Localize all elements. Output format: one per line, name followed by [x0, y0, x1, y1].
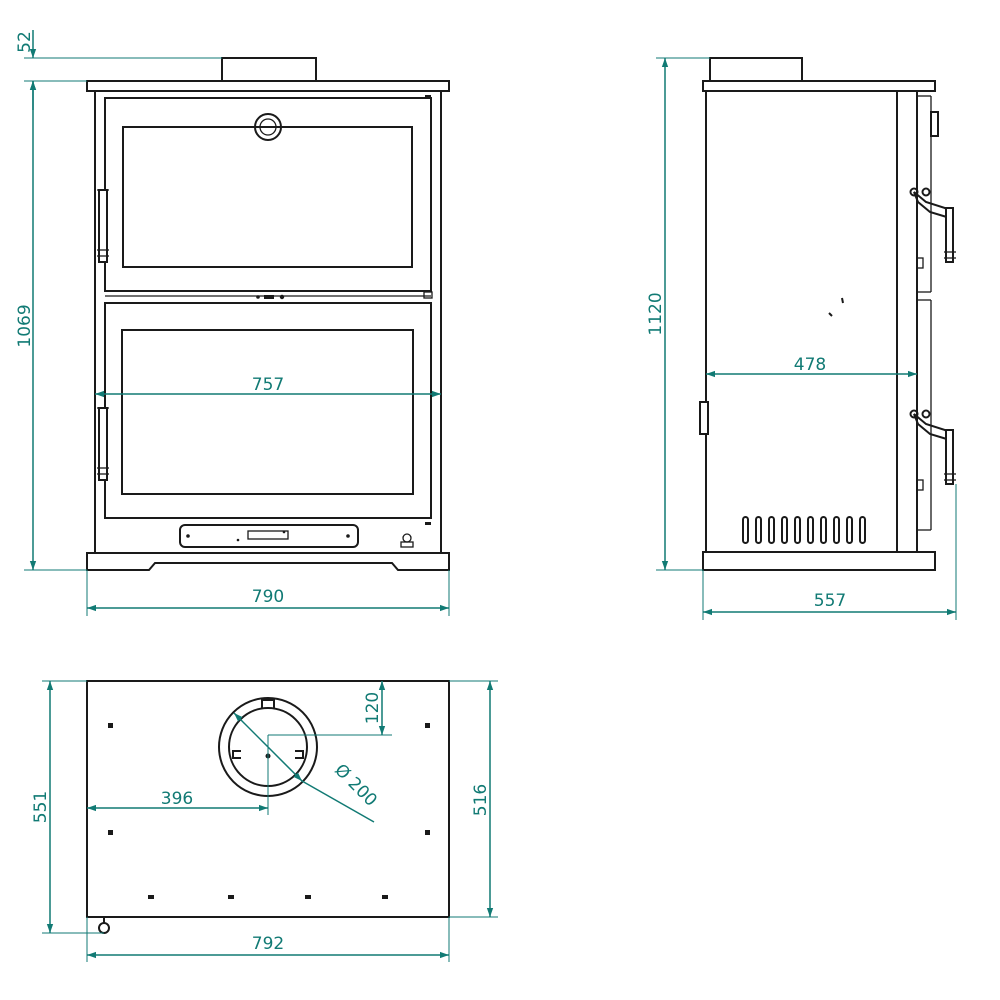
side-air-vents — [742, 516, 866, 544]
side-thermometer-knob — [930, 111, 939, 137]
side-upper-handle — [909, 187, 956, 269]
side-plinth — [702, 551, 936, 571]
top-view: 120 396 Ø 200 551 516 792 — [31, 680, 498, 962]
side-view: 1120 478 557 — [646, 57, 957, 620]
front-body — [94, 90, 442, 554]
dim-side-inner-depth: 478 — [794, 355, 826, 375]
front-oven-window — [122, 126, 413, 268]
dim-front-inner-width: 757 — [252, 375, 284, 395]
front-fire-window — [121, 329, 414, 495]
front-upper-hinge — [98, 189, 108, 263]
front-view: 52 1069 757 790 — [15, 30, 450, 616]
dim-side-overall-height: 1120 — [646, 292, 666, 335]
dim-top-inner-depth: 516 — [471, 784, 491, 816]
side-flue-collar — [709, 57, 803, 83]
front-air-control — [264, 295, 274, 299]
front-plinth — [86, 552, 450, 571]
front-flue-collar — [221, 57, 317, 83]
front-ash-pan-slot — [247, 530, 289, 540]
front-lower-hinge — [98, 407, 108, 481]
dim-top-overall-depth: 551 — [31, 791, 51, 823]
dim-front-body-height: 1069 — [15, 304, 35, 347]
top-control-knob — [98, 922, 110, 934]
front-ash-pan — [179, 524, 359, 548]
dim-side-overall-depth: 557 — [814, 591, 846, 611]
front-thermometer — [254, 113, 282, 141]
dim-top-flue-offset: 120 — [363, 692, 383, 724]
side-lower-handle — [909, 409, 956, 491]
side-rear-bracket — [699, 401, 709, 435]
dim-front-overall-width: 790 — [252, 587, 284, 607]
front-top-plate — [86, 80, 450, 92]
dim-front-flue-height: 52 — [15, 31, 35, 53]
side-body — [705, 90, 898, 553]
side-top-plate — [702, 80, 936, 92]
dim-top-overall-width: 792 — [252, 934, 284, 954]
side-door-profile — [896, 90, 918, 553]
dim-top-flue-center: 396 — [161, 789, 193, 809]
